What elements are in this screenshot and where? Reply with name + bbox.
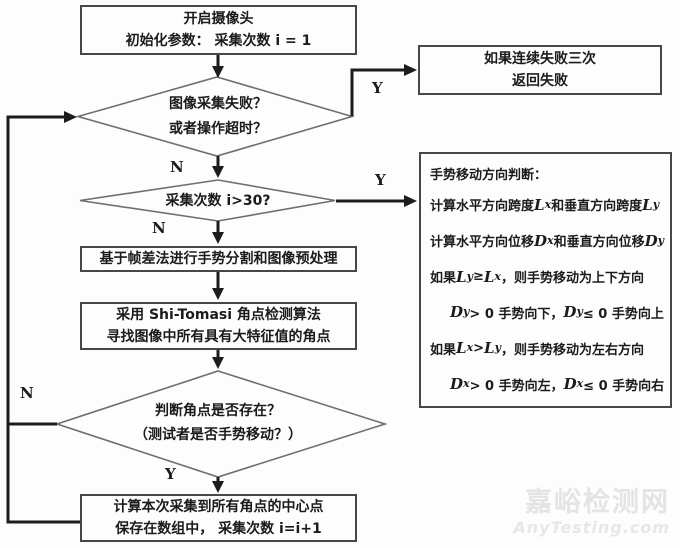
shi-tomasi-line2: 寻找图像中所有具有大特征值的角点 (106, 329, 331, 345)
start-box-line2: 初始化参数： 采集次数 i = 1 (125, 33, 312, 49)
shi-tomasi-box: 采用 Shi-Tomasi 角点检测算法 寻找图像中所有具有大特征值的角点 (80, 302, 357, 350)
start-box: 开启摄像头 初始化参数： 采集次数 i = 1 (80, 5, 357, 55)
arrowhead (212, 232, 224, 244)
label-n-count: N (152, 219, 166, 237)
arrowhead (212, 288, 224, 300)
corner-exist-diamond-text: 判断角点是否存在？ （测试者是否手势移动？） (98, 398, 338, 448)
label-y-capture-fail: Y (372, 79, 383, 97)
center-box-line1: 计算本次采集到所有角点的中心点 (113, 499, 324, 515)
shi-tomasi-line1: 采用 Shi-Tomasi 角点检测算法 (116, 307, 321, 323)
count-diamond-text: 采集次数 i>30? (118, 190, 318, 212)
capture-fail-diamond-text: 图像采集失败？ 或者操作超时？ (108, 90, 328, 144)
watermark: 嘉峪检测网 AnyTesting.com (500, 489, 670, 536)
arrow-capture-to-fail (350, 68, 406, 116)
label-n-capture-fail: N (170, 158, 184, 176)
label-y-corner: Y (165, 465, 176, 483)
fail-box-line1: 如果连续失败三次 (484, 51, 596, 67)
direction-rules-title: 手势移动方向判断： (430, 167, 548, 183)
corner-exist-line2: （测试者是否手势移动？） (134, 427, 302, 443)
capture-fail-line1: 图像采集失败？ (169, 96, 267, 112)
count-diamond-line1: 采集次数 i>30? (165, 193, 271, 209)
label-n-corner: N (20, 384, 34, 402)
corner-exist-line1: 判断角点是否存在？ (155, 403, 281, 419)
loop-back-line (6, 115, 80, 524)
frame-diff-line1: 基于帧差法进行手势分割和图像预处理 (99, 251, 338, 267)
label-y-count: Y (375, 171, 386, 189)
capture-fail-line2: 或者操作超时？ (169, 121, 267, 137)
start-box-line1: 开启摄像头 (183, 11, 254, 27)
watermark-chinese: 嘉峪检测网 (525, 487, 670, 518)
arrowhead (64, 111, 77, 123)
arrowhead (404, 195, 417, 207)
center-box-line2: 保存在数组中， 采集次数 i=i+1 (115, 521, 322, 537)
frame-diff-box: 基于帧差法进行手势分割和图像预处理 (80, 246, 357, 272)
arrowhead (212, 166, 224, 178)
fail-return-box: 如果连续失败三次 返回失败 (418, 45, 662, 95)
arrowhead (212, 481, 224, 493)
arrowhead (212, 66, 224, 78)
arrowhead (212, 357, 224, 369)
center-point-box: 计算本次采集到所有角点的中心点 保存在数组中， 采集次数 i=i+1 (80, 494, 357, 542)
fail-box-line2: 返回失败 (512, 73, 568, 89)
watermark-url: AnyTesting.com (513, 518, 670, 537)
arrowhead (404, 64, 417, 76)
